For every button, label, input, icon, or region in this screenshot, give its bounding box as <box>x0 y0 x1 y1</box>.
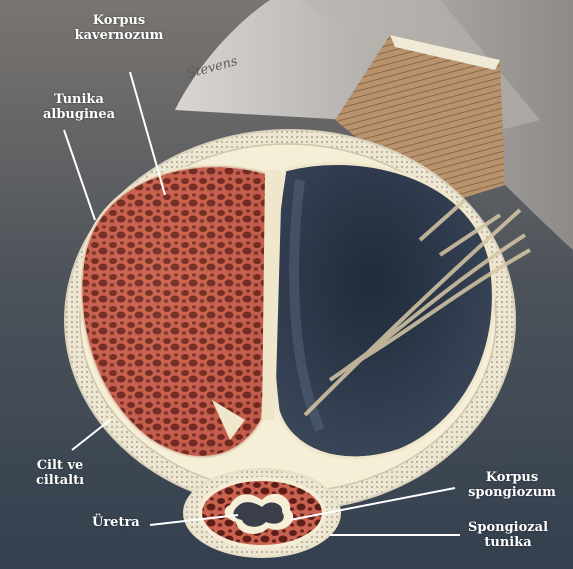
label-cilt-ve-ciltalti: Cilt ve ciltaltı <box>20 458 100 488</box>
label-line: Spongiozal <box>446 520 570 535</box>
label-line: ciltaltı <box>20 473 100 488</box>
label-korpus-kavernozum: Korpus kavernozum <box>64 13 174 43</box>
label-line: Korpus <box>452 470 572 485</box>
label-line: Cilt ve <box>20 458 100 473</box>
label-line: Üretra <box>92 515 156 530</box>
label-line: kavernozum <box>64 28 174 43</box>
label-line: Tunika <box>34 92 124 107</box>
label-tunika-albuginea: Tunika albuginea <box>34 92 124 122</box>
label-line: tunika <box>446 535 570 550</box>
label-spongiozal-tunika: Spongiozal tunika <box>446 520 570 550</box>
label-korpus-spongiozum: Korpus spongiozum <box>452 470 572 500</box>
label-line: Korpus <box>64 13 174 28</box>
label-line: spongiozum <box>452 485 572 500</box>
label-uretra: Üretra <box>92 515 156 530</box>
label-line: albuginea <box>34 107 124 122</box>
